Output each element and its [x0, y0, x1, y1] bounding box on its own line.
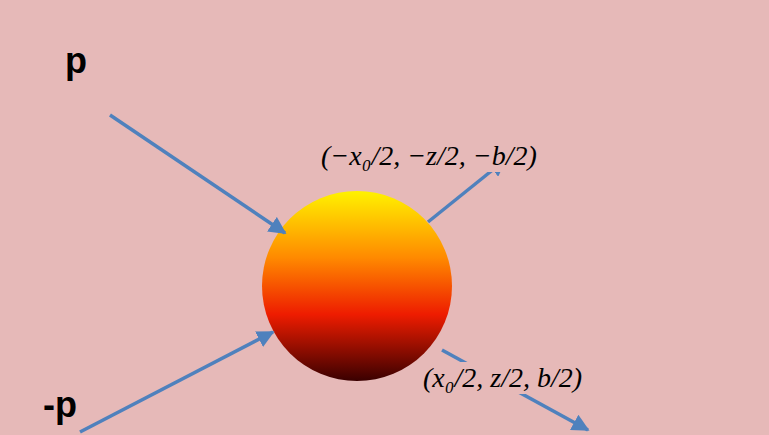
coordinate-label: (−x₀/2, −z/2, −b/2)	[318, 140, 540, 172]
collision-sphere	[262, 191, 452, 381]
incoming-arrow	[110, 115, 285, 233]
momentum-label: -p	[40, 384, 80, 425]
incoming-arrow	[80, 332, 273, 432]
coordinate-label: (x₀/2, z/2, b/2)	[420, 362, 585, 394]
momentum-label: p	[62, 40, 90, 81]
